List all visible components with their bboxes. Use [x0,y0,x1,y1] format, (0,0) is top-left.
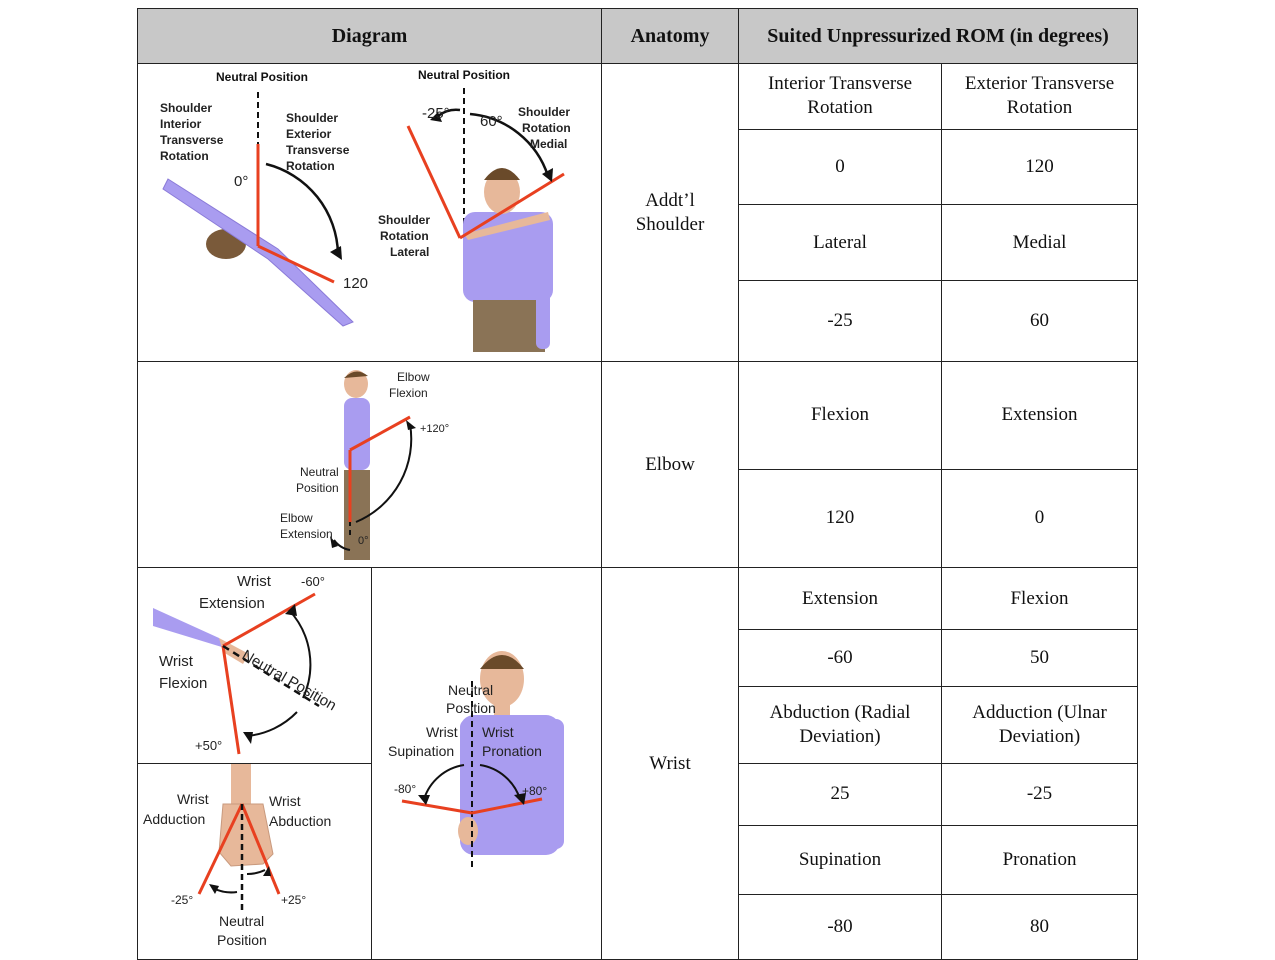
elbow-zero-label: 0° [358,535,369,547]
elbow-cell-0-1: Extension [941,361,1139,470]
wrist-cell-3-1: -25 [941,763,1139,826]
wrist-bottom-diagram-cell: Wrist Adduction Wrist Abduction -25° +25… [137,763,372,960]
wrist-top-diagram-cell: Wrist Extension -60° Wrist Flexion Neutr… [137,567,372,764]
wrist-cell-2-1: Adduction (Ulnar Deviation) [941,686,1139,764]
shoulder-cell-3-0: -25 [738,280,943,362]
wrist-bottom-diagram: Wrist Adduction Wrist Abduction -25° +25… [143,764,331,948]
wrist-right-diagram: Neutral Position Wrist Supination Wrist … [388,651,564,869]
header-anatomy: Anatomy [601,8,740,64]
wrist-abduction-label: Wrist Abduction [269,793,331,829]
arm-icon [152,608,225,648]
torso-icon [460,715,560,855]
wrist-cell-1-1: 50 [941,629,1139,688]
elbow-anatomy: Elbow [601,361,740,568]
wrist-minus25-label: -25° [171,893,193,907]
elbow-cell-1-1: 0 [941,468,1139,569]
torso-icon [344,398,370,470]
shoulder-diagram-cell: Neutral Position Shoulder Interior Trans… [136,63,603,362]
wrist-right-neutral-label: Neutral Position [446,682,497,716]
wrist-cell-4-1: Pronation [941,824,1139,896]
elbow-plus-label: +120° [420,423,449,435]
wrist-top-diagram: Wrist Extension -60° Wrist Flexion Neutr… [152,573,339,755]
shoulder-max-label: 120 [343,275,368,292]
shoulder-cell-1-0: 0 [738,128,943,206]
face-icon [484,170,520,214]
header-rom: Suited Unpressurized ROM (in degrees) [738,8,1139,64]
elbow-cell-0-0: Flexion [738,361,943,470]
shoulder-cell-1-1: 120 [941,128,1139,206]
wrist-bottom-neutral-label: Neutral Position [217,913,268,948]
elbow-diagram: Elbow Flexion +120° Neutral Position Elb… [280,370,449,560]
wrist-anatomy: Wrist [601,567,740,960]
arm-icon [230,764,251,804]
shoulder-lateral-label: Shoulder Rotation Lateral [378,213,433,259]
wrist-cell-5-0: -80 [738,894,943,960]
wrist-cell-2-0: Abduction (Radial Deviation) [738,686,943,764]
wrist-flexion-label: Wrist Flexion [159,653,207,692]
wrist-minus60-label: -60° [301,574,325,589]
shoulder-exterior-label: Shoulder Exterior Transverse Rotation [286,111,353,173]
shoulder-cell-2-1: Medial [941,204,1139,282]
shoulder-right-neutral-label: Neutral Position [418,68,510,82]
wrist-cell-1-0: -60 [738,629,943,688]
wrist-pronation-label: Wrist Pronation [482,724,542,759]
shoulder-minus-label: -25° [422,105,450,122]
elbow-diagram-cell: Elbow Flexion +120° Neutral Position Elb… [136,361,603,568]
wrist-plus80-label: +80° [522,784,547,798]
figure-body-icon [162,178,354,327]
rom-table: Diagram Anatomy Suited Unpressurized ROM… [136,8,1139,960]
wrist-cell-0-1: Flexion [941,566,1139,631]
shoulder-left-neutral-label: Neutral Position [216,70,308,84]
elbow-extension-label: Elbow Extension [280,511,333,541]
legs-icon [473,300,545,352]
hand-icon [458,817,478,845]
wrist-plus25-label: +25° [281,893,306,907]
shoulder-plus-label: 60° [480,113,503,130]
elbow-cell-1-0: 120 [738,468,943,569]
wrist-cell-3-0: 25 [738,763,943,826]
wrist-plus50-label: +50° [195,738,222,753]
wrist-supination-label: Wrist Supination [388,724,462,759]
shoulder-cell-0-1: Exterior Transverse Rotation [941,63,1139,130]
shoulder-cell-3-1: 60 [941,280,1139,362]
wrist-neutral-label: Neutral Position [239,647,339,715]
legs-icon [344,470,370,560]
wrist-cell-4-0: Supination [738,824,943,896]
wrist-cell-5-1: 80 [941,894,1139,960]
shoulder-interior-label: Shoulder Interior Transverse Rotation [160,101,227,163]
wrist-minus80-label: -80° [394,782,416,796]
wrist-cell-0-0: Extension [738,566,943,631]
shoulder-cell-2-0: Lateral [738,204,943,282]
elbow-flexion-label: Elbow Flexion [389,370,433,400]
wrist-adduction-label: Wrist Adduction [143,791,213,827]
shoulder-diagram: Neutral Position Shoulder Interior Trans… [160,68,574,352]
wrist-right-diagram-cell: Neutral Position Wrist Supination Wrist … [370,567,603,960]
elbow-neutral-label: Neutral Position [296,465,342,495]
wrist-extension-label: Wrist Extension [199,573,275,612]
header-diagram: Diagram [136,8,603,64]
shoulder-anatomy: Addt’l Shoulder [601,63,740,362]
shoulder-zero-label: 0° [234,173,248,190]
shoulder-cell-0-0: Interior Transverse Rotation [738,63,943,130]
shoulder-medial-label: Shoulder Rotation Medial [518,105,574,151]
